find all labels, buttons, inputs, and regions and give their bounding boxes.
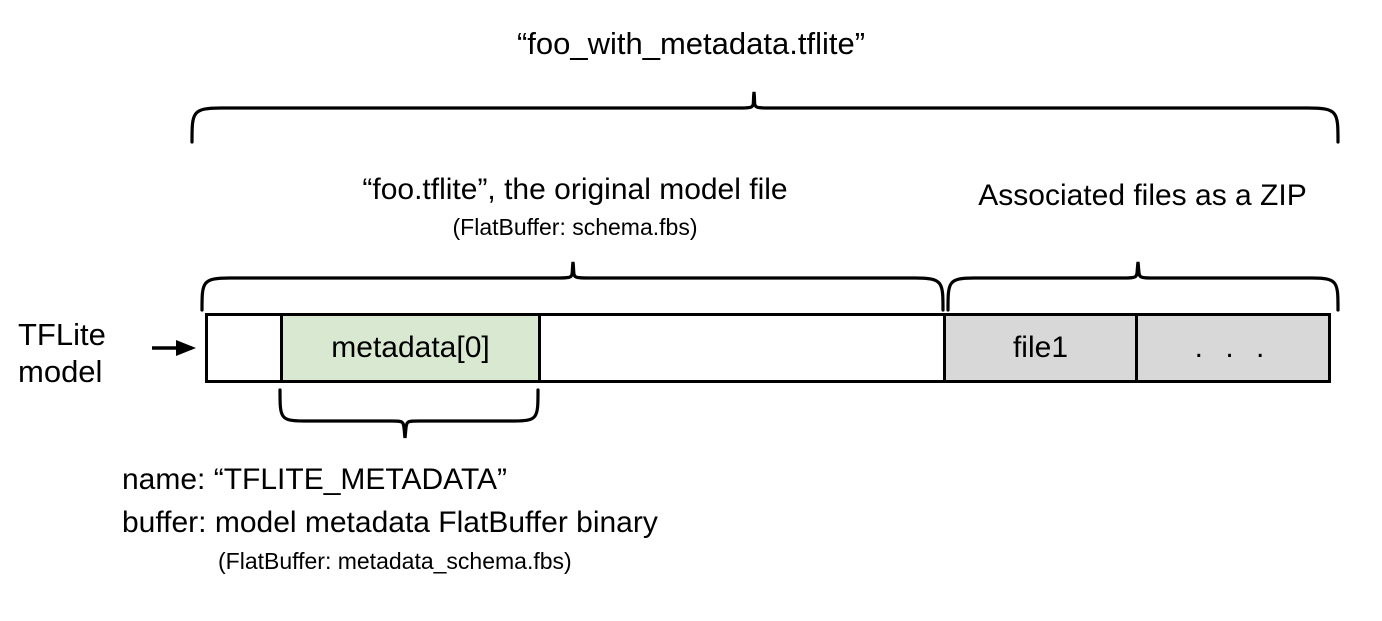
model-layout-bar: metadata[0] file1 . . . [205, 313, 1331, 383]
tflite-model-label: TFLite model [18, 317, 106, 389]
bar-cell-file1: file1 [943, 316, 1135, 380]
metadata-buffer-line: buffer: model metadata FlatBuffer binary [122, 506, 658, 539]
bar-cell-pad-mid [538, 316, 943, 380]
zip-label: Associated files as a ZIP [978, 179, 1307, 212]
bar-cell-pad-left [208, 316, 280, 380]
model-file-label: “foo.tflite”, the original model file [362, 173, 788, 206]
diagram-title: “foo_with_metadata.tflite” [516, 26, 866, 61]
bar-cell-ellipsis: . . . [1135, 316, 1328, 380]
metadata-name-line: name: “TFLITE_METADATA” [122, 463, 508, 496]
metadata-buffer-sublabel: (FlatBuffer: metadata_schema.fbs) [218, 548, 572, 574]
model-file-sublabel: (FlatBuffer: schema.fbs) [452, 214, 698, 240]
bar-cell-metadata: metadata[0] [280, 316, 538, 380]
